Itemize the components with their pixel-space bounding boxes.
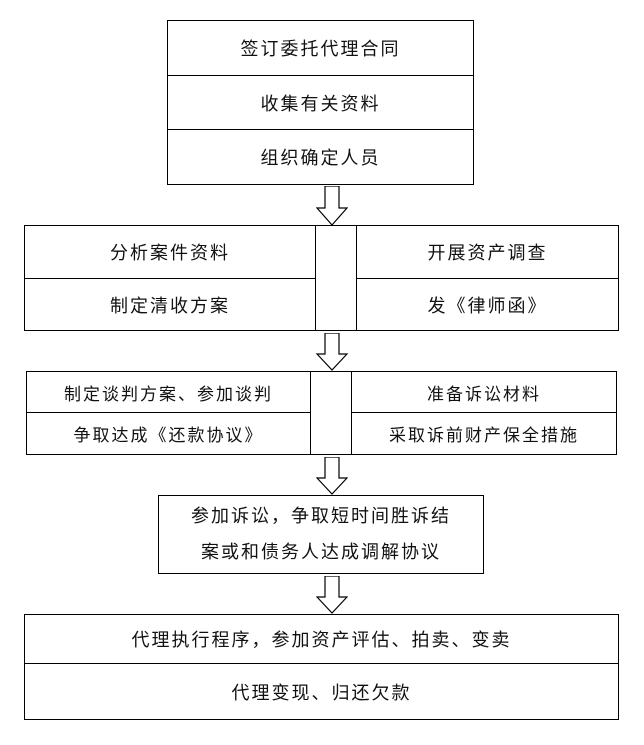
step4-text: 参加诉讼，争取短时间胜诉结 案或和债务人达成调解协议 <box>159 496 483 573</box>
step3-left-border <box>310 372 311 454</box>
step2-left-divider <box>25 278 315 279</box>
step2-left-border <box>315 226 316 330</box>
step3-box: 制定谈判方案、参加谈判 争取达成《还款协议》 准备诉讼材料 采取诉前财产保全措施 <box>26 371 617 455</box>
step3-left-divider <box>27 412 310 413</box>
down-arrow-icon <box>316 457 348 495</box>
step4-line-2: 案或和债务人达成调解协议 <box>201 541 441 563</box>
step2-right-panel: 开展资产调查 发《律师函》 <box>357 226 618 330</box>
step3-left-row-1: 制定谈判方案、参加谈判 <box>64 384 273 405</box>
step3-left-row-2: 争取达成《还款协议》 <box>73 426 264 446</box>
step5-row-2: 代理变现、归还欠款 <box>231 682 412 704</box>
step1-divider-2 <box>168 129 473 130</box>
step3-right-divider <box>352 412 616 413</box>
step2-right-border <box>356 226 357 330</box>
step3-left-panel: 制定谈判方案、参加谈判 争取达成《还款协议》 <box>27 372 310 454</box>
step1-box: 签订委托代理合同 收集有关资料 组织确定人员 <box>167 20 474 185</box>
step1-row-2: 收集有关资料 <box>260 93 381 115</box>
step3-right-row-1: 准备诉讼材料 <box>427 384 541 405</box>
step5-row-1: 代理执行程序，参加资产评估、拍卖、变卖 <box>131 630 512 651</box>
step1-row-3: 组织确定人员 <box>260 148 381 169</box>
step1-divider-1 <box>168 75 473 76</box>
step4-line-1: 参加诉讼，争取短时间胜诉结 <box>191 505 451 527</box>
step5-divider <box>25 663 618 664</box>
step2-right-divider <box>357 278 618 279</box>
step2-box: 分析案件资料 制定清收方案 开展资产调查 发《律师函》 <box>24 225 619 331</box>
step5-box: 代理执行程序，参加资产评估、拍卖、变卖 代理变现、归还欠款 <box>24 614 619 720</box>
step2-right-row-1: 开展资产调查 <box>427 243 548 264</box>
step3-right-panel: 准备诉讼材料 采取诉前财产保全措施 <box>352 372 616 454</box>
step4-box: 参加诉讼，争取短时间胜诉结 案或和债务人达成调解协议 <box>158 495 484 574</box>
step2-right-row-2: 发《律师函》 <box>427 295 548 317</box>
step3-right-row-2: 采取诉前财产保全措施 <box>389 426 579 446</box>
down-arrow-icon <box>316 576 348 614</box>
step2-left-row-2: 制定清收方案 <box>110 295 230 317</box>
step3-right-border <box>351 372 352 454</box>
down-arrow-icon <box>316 186 348 226</box>
step2-left-row-1: 分析案件资料 <box>110 243 230 264</box>
step2-left-panel: 分析案件资料 制定清收方案 <box>25 226 315 330</box>
down-arrow-icon <box>316 333 348 371</box>
step1-row-1: 签订委托代理合同 <box>240 39 401 60</box>
